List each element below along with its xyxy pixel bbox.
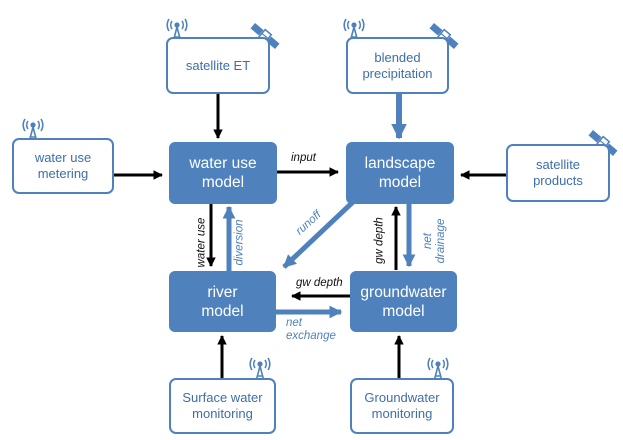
landscape-model-box: landscape model	[346, 142, 454, 204]
flow-label-net-drainage: net drainage	[422, 218, 447, 264]
radio-tower-icon	[343, 18, 365, 47]
water-use-model-label: water use model	[189, 155, 257, 191]
landscape-model-label: landscape model	[364, 155, 436, 191]
river-model-box: river model	[169, 271, 276, 332]
satellite-products-label: satellite products	[533, 157, 583, 188]
groundwater-model-label: groundwater model	[360, 283, 447, 320]
groundwater-model-box: groundwater model	[350, 271, 457, 332]
radio-tower-icon	[427, 357, 449, 386]
surface-water-monitoring-label: Surface water monitoring	[182, 390, 263, 421]
flow-label-input: input	[291, 152, 316, 164]
satellite-products-box: satellite products	[506, 144, 610, 202]
surface-water-monitoring-box: Surface water monitoring	[169, 378, 276, 434]
groundwater-monitoring-box: Groundwater monitoring	[350, 378, 454, 434]
river-model-label: river model	[201, 283, 244, 320]
blended-precipitation-box: blended precipitation	[346, 37, 449, 94]
satellite-et-label: satellite ET	[185, 57, 251, 73]
flow-label-diversion: diversion	[233, 219, 246, 266]
flow-label-water-use: water use	[195, 217, 208, 268]
groundwater-monitoring-label: Groundwater monitoring	[364, 390, 440, 421]
flow-label-gw-depth-vertical: gw depth	[373, 217, 386, 264]
radio-tower-icon	[22, 118, 44, 147]
water-use-metering-box: water use metering	[12, 138, 114, 194]
arrow-runoff-landscape-to-river	[282, 199, 356, 269]
water-use-model-box: water use model	[169, 142, 277, 204]
blended-precipitation-label: blended precipitation	[362, 49, 433, 81]
satellite-et-box: satellite ET	[166, 37, 270, 94]
water-use-metering-label: water use metering	[34, 150, 92, 181]
radio-tower-icon	[249, 357, 271, 386]
flow-label-gw-depth-horizontal: gw depth	[296, 277, 343, 289]
flow-label-net-exchange: net exchange	[286, 317, 336, 342]
radio-tower-icon	[166, 18, 188, 47]
